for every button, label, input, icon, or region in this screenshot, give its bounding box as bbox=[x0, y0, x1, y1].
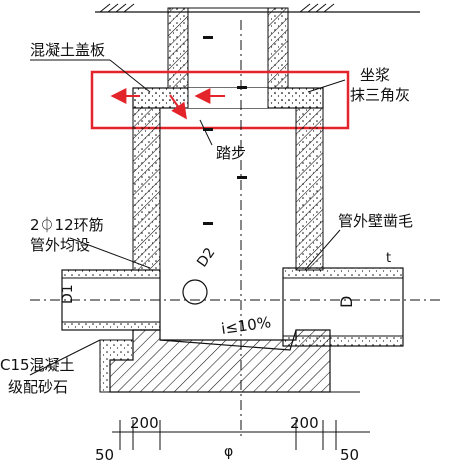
neck-walls bbox=[167, 7, 289, 89]
label-concrete-cover: 混凝土盖板 bbox=[30, 41, 105, 59]
steps bbox=[203, 36, 247, 225]
ground-line bbox=[95, 3, 420, 13]
label-base-1: C15混凝土 bbox=[0, 356, 75, 374]
pipes bbox=[30, 267, 440, 347]
label-t: t bbox=[386, 251, 391, 266]
dim-right-200: 200 bbox=[290, 414, 319, 432]
label-d: D bbox=[337, 296, 356, 308]
dim-right-50: 50 bbox=[340, 446, 359, 464]
label-mortar-1: 坐浆 bbox=[360, 66, 390, 84]
dimension-lines bbox=[112, 420, 370, 450]
label-d2: D2 bbox=[194, 245, 218, 270]
label-pipe-wall: 管外壁凿毛 bbox=[338, 212, 413, 230]
cover-slab bbox=[132, 87, 324, 109]
dim-left-50: 50 bbox=[95, 446, 114, 464]
label-rebar-1: 2⏀12环筋 bbox=[30, 216, 104, 234]
chamber-walls bbox=[132, 107, 324, 271]
base bbox=[99, 329, 360, 393]
label-d1: D1 bbox=[60, 284, 76, 304]
label-phi: φ bbox=[224, 444, 233, 460]
highlight-box bbox=[90, 70, 350, 130]
dim-left-200: 200 bbox=[130, 414, 159, 432]
leader-lines bbox=[29, 59, 346, 376]
label-step: 踏步 bbox=[216, 144, 246, 162]
label-base-2: 级配砂石 bbox=[8, 378, 68, 396]
label-mortar-2: 抹三角灰 bbox=[350, 86, 410, 104]
label-rebar-2: 管外均设 bbox=[30, 236, 90, 254]
label-slope: i≤10% bbox=[220, 313, 272, 338]
red-arrows bbox=[110, 88, 225, 120]
